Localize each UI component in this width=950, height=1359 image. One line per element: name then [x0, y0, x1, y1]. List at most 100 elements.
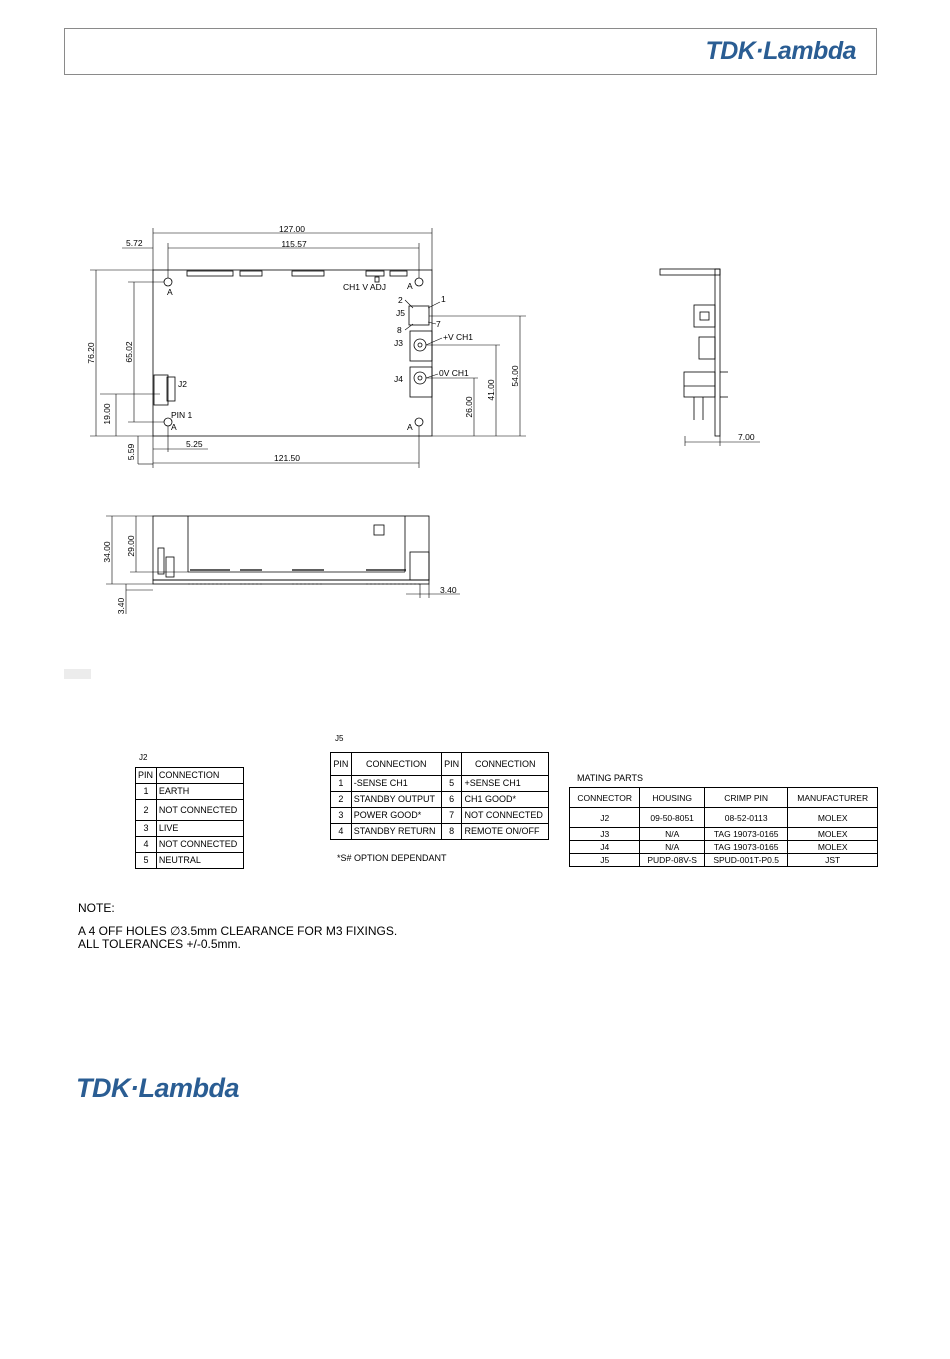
- section-marker: [64, 669, 91, 679]
- table-cell: STANDBY RETURN: [350, 823, 442, 840]
- table-cell: POWER GOOD*: [350, 807, 442, 824]
- table-cell: REMOTE ON/OFF: [461, 823, 549, 840]
- table-cell: 09-50-8051: [639, 807, 705, 828]
- dim-front-inner-height: 29.00: [126, 535, 136, 557]
- table-cell: NOT CONNECTED: [461, 807, 549, 824]
- dim-j2-offset: 19.00: [102, 403, 112, 425]
- table-cell: CH1 GOOD*: [461, 791, 549, 808]
- dim-hole-pitch-y: 65.02: [124, 341, 134, 363]
- table-header: CONNECTION: [461, 752, 549, 776]
- mating-parts-title: MATING PARTS: [577, 773, 644, 783]
- j5-pin7-label: 7: [436, 319, 441, 329]
- table-row: PIN CONNECTION PIN CONNECTION: [330, 752, 549, 776]
- j3-label: J3: [394, 338, 403, 348]
- j5-pin8-label: 8: [397, 325, 402, 335]
- table-cell: 2: [330, 791, 352, 808]
- table-cell: STANDBY OUTPUT: [350, 791, 442, 808]
- table-cell: N/A: [639, 840, 705, 854]
- hole-label-a: A: [407, 422, 413, 432]
- table-header: CRIMP PIN: [703, 787, 789, 808]
- j5-label: J5: [396, 308, 405, 318]
- table-cell: PUDP-08V-S: [639, 853, 705, 867]
- table-cell: J5: [568, 853, 641, 867]
- table-header: PIN: [440, 752, 463, 776]
- table-cell: +SENSE CH1: [461, 775, 549, 792]
- table-cell: SPUD-001T-P0.5: [703, 853, 789, 867]
- table-row: 2 STANDBY OUTPUT 6 CH1 GOOD*: [330, 791, 549, 808]
- table-cell: JST: [787, 853, 878, 867]
- table-row: CONNECTOR HOUSING CRIMP PIN MANUFACTURER: [568, 787, 878, 808]
- front-view-drawing: 34.00 29.00 3.40 3.40: [102, 515, 460, 614]
- dim-overall-width: 127.00: [279, 224, 305, 234]
- j5-pin1-label: 1: [441, 294, 446, 304]
- j4-signal-label: 0V CH1: [439, 368, 469, 378]
- table-cell: J4: [568, 840, 641, 854]
- dim-overall-height: 76.20: [86, 342, 96, 364]
- table-row: 1 -SENSE CH1 5 +SENSE CH1: [330, 775, 549, 792]
- dim-front-standoff: 3.40: [116, 597, 126, 614]
- table-cell: 4: [135, 836, 157, 853]
- table-cell: 7: [440, 807, 463, 824]
- header-frame: [64, 28, 877, 75]
- j3-signal-label: +V CH1: [443, 332, 473, 342]
- table-cell: J2: [568, 807, 641, 828]
- note-line-2: ALL TOLERANCES +/-0.5mm.: [78, 937, 241, 951]
- table-cell: MOLEX: [787, 827, 878, 841]
- dim-front-height: 34.00: [102, 541, 112, 563]
- hole-label-a: A: [407, 281, 413, 291]
- dim-hole-pitch-x: 115.57: [281, 239, 307, 249]
- table-header: CONNECTION: [155, 767, 245, 784]
- table-cell: 4: [330, 823, 352, 840]
- table-cell: J3: [568, 827, 641, 841]
- table-row: J4 N/A TAG 19073-0165 MOLEX: [568, 840, 878, 854]
- table-header: PIN: [135, 767, 157, 784]
- table-row: J2 09-50-8051 08-52-0113 MOLEX: [568, 807, 878, 828]
- table-header: CONNECTION: [350, 752, 442, 776]
- j2-table-title: J2: [139, 753, 148, 762]
- table-cell: 3: [135, 820, 157, 837]
- table-cell: N/A: [639, 827, 705, 841]
- table-cell: 5: [135, 852, 157, 869]
- table-cell: 08-52-0113: [703, 807, 789, 828]
- dim-side-depth: 7.00: [738, 432, 755, 442]
- table-header: PIN: [330, 752, 352, 776]
- side-view-drawing: 7.00: [659, 268, 760, 446]
- j4-label: J4: [394, 374, 403, 384]
- table-cell: 1: [330, 775, 352, 792]
- table-cell: MOLEX: [787, 807, 878, 828]
- table-header: HOUSING: [639, 787, 705, 808]
- j5-table-title: J5: [335, 734, 344, 743]
- dim-pin1-offset: 5.25: [186, 439, 203, 449]
- table-header: MANUFACTURER: [787, 787, 878, 808]
- mating-parts-table: CONNECTOR HOUSING CRIMP PIN MANUFACTURER…: [568, 787, 878, 867]
- table-cell: 2: [135, 799, 157, 821]
- j5-footnote: *S# OPTION DEPENDANT: [337, 853, 447, 863]
- dim-j4-x: 121.50: [274, 453, 300, 463]
- table-cell: 6: [440, 791, 463, 808]
- table-row: J3 N/A TAG 19073-0165 MOLEX: [568, 827, 878, 841]
- table-cell: NOT CONNECTED: [155, 836, 245, 853]
- j5-pin-table: PIN CONNECTION PIN CONNECTION 1 -SENSE C…: [330, 752, 549, 840]
- table-cell: 5: [440, 775, 463, 792]
- pin1-label: PIN 1: [171, 410, 193, 420]
- table-cell: 3: [330, 807, 352, 824]
- table-cell: NOT CONNECTED: [155, 799, 245, 821]
- hole-label-a: A: [167, 287, 173, 297]
- table-header: CONNECTOR: [568, 787, 641, 808]
- tdk-lambda-logo: TDK·Lambda: [705, 37, 856, 65]
- table-cell: TAG 19073-0165: [703, 827, 789, 841]
- table-cell: EARTH: [155, 783, 245, 800]
- table-cell: -SENSE CH1: [350, 775, 442, 792]
- dim-bottom-offset: 5.59: [126, 443, 136, 460]
- j5-pin2-label: 2: [398, 295, 403, 305]
- tdk-lambda-logo: TDK·Lambda: [76, 1073, 240, 1103]
- table-cell: TAG 19073-0165: [703, 840, 789, 854]
- note-line-1: A 4 OFF HOLES ∅3.5mm CLEARANCE FOR M3 FI…: [78, 924, 398, 938]
- table-row: 3 POWER GOOD* 7 NOT CONNECTED: [330, 807, 549, 824]
